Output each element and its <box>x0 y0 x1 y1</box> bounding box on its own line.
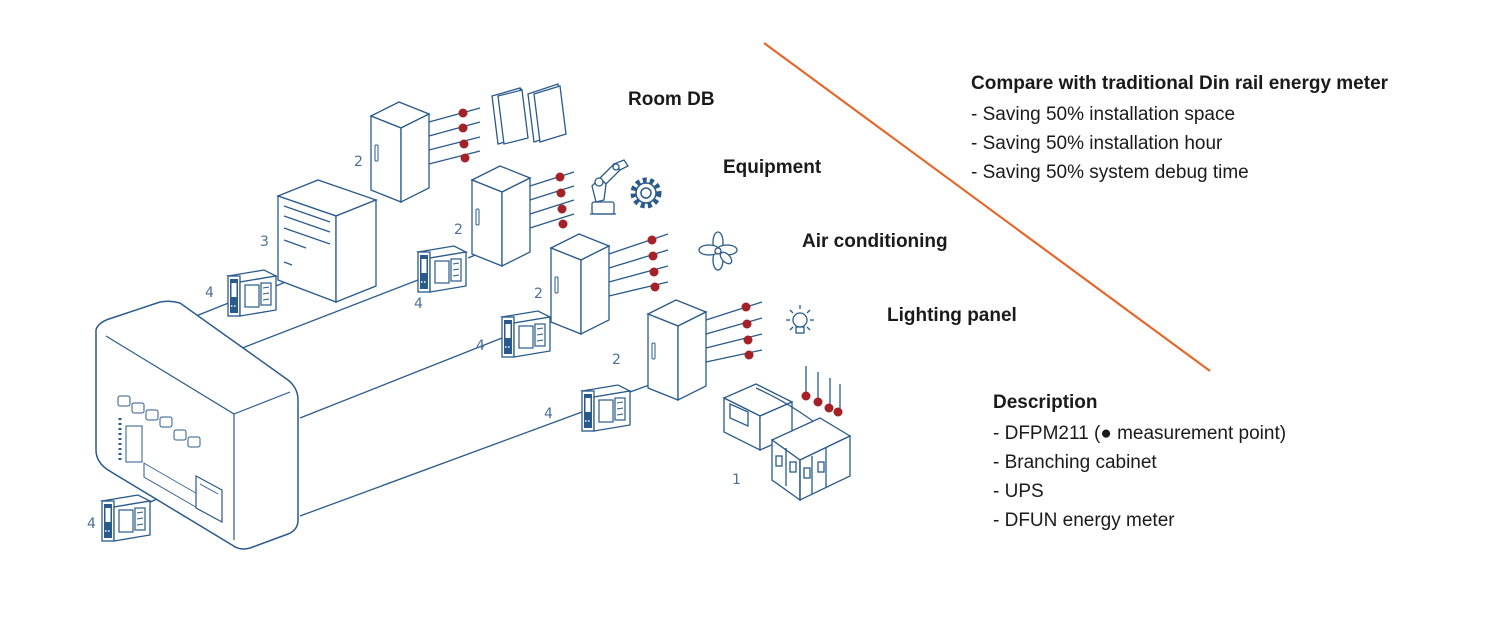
compare-item: - Saving 50% system debug time <box>971 162 1249 183</box>
gear-icon <box>630 177 662 209</box>
lighting-panel-label: Lighting panel <box>887 305 1017 326</box>
number-label: 4 <box>544 406 553 422</box>
divider-line <box>763 42 1211 372</box>
number-label: 2 <box>354 154 363 170</box>
number-label: 4 <box>476 338 485 354</box>
room-db-label: Room DB <box>628 89 715 110</box>
robot-arm-icon <box>590 159 629 215</box>
description-item: - DFPM211 (● measurement point) <box>993 423 1287 444</box>
breaker-measurement-points <box>801 391 843 417</box>
compare-item: - Saving 50% installation space <box>971 104 1236 125</box>
measurement-points <box>458 108 754 360</box>
description-panel: Description - DFPM211 (● measurement poi… <box>993 392 1286 535</box>
number-label: 4 <box>414 296 423 312</box>
description-item: - UPS <box>993 481 1044 502</box>
meter-icon <box>581 384 631 432</box>
description-item: - Branching cabinet <box>993 452 1157 473</box>
number-label: 4 <box>205 285 214 301</box>
equipment-label: Equipment <box>723 157 822 178</box>
breaker-icon <box>722 366 852 502</box>
ups-icon <box>95 300 299 550</box>
air-conditioning-label: Air conditioning <box>802 231 948 252</box>
compare-title: Compare with traditional Din rail energy… <box>971 73 1389 94</box>
number-label: 2 <box>534 286 543 302</box>
measurement-lines <box>428 107 763 363</box>
cabinet-icon <box>550 233 610 335</box>
fan-icon <box>698 231 738 271</box>
meter-icon <box>101 494 151 542</box>
cabinet-icon <box>370 101 430 203</box>
light-bulb-icon <box>786 305 814 334</box>
compare-item: - Saving 50% installation hour <box>971 133 1223 154</box>
number-label: 2 <box>454 222 463 238</box>
meter-icon <box>501 310 551 358</box>
description-title: Description <box>993 392 1098 413</box>
number-label: 2 <box>612 352 621 368</box>
number-label: 1 <box>732 472 741 488</box>
compare-panel: Compare with traditional Din rail energy… <box>971 73 1388 187</box>
number-label: 4 <box>87 516 96 532</box>
meter-icon <box>227 269 277 317</box>
meter-icon <box>417 245 467 293</box>
number-label: 3 <box>260 234 269 250</box>
cabinet-icon <box>647 299 707 401</box>
description-item: - DFUN energy meter <box>993 510 1175 531</box>
cabinet-icon <box>471 165 531 267</box>
server-icon <box>276 179 378 303</box>
panel-booklet-icon <box>491 83 567 145</box>
